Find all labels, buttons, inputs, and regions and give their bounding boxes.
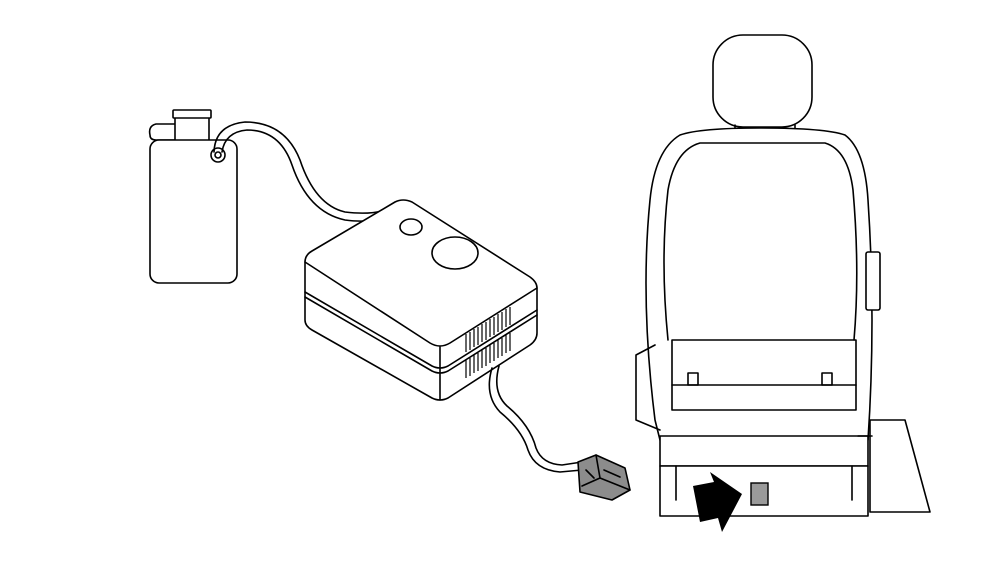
sealant-bottle <box>148 109 238 284</box>
direction-arrow-icon <box>693 472 742 532</box>
power-socket-marker <box>750 482 769 506</box>
air-compressor <box>304 199 538 401</box>
vehicle-seat <box>635 34 931 517</box>
power-plug <box>577 454 631 501</box>
power-cable <box>488 367 583 473</box>
power-button <box>431 236 479 270</box>
gauge-icon <box>399 218 423 236</box>
vent-grille <box>465 307 511 378</box>
sealant-hose <box>213 121 386 214</box>
